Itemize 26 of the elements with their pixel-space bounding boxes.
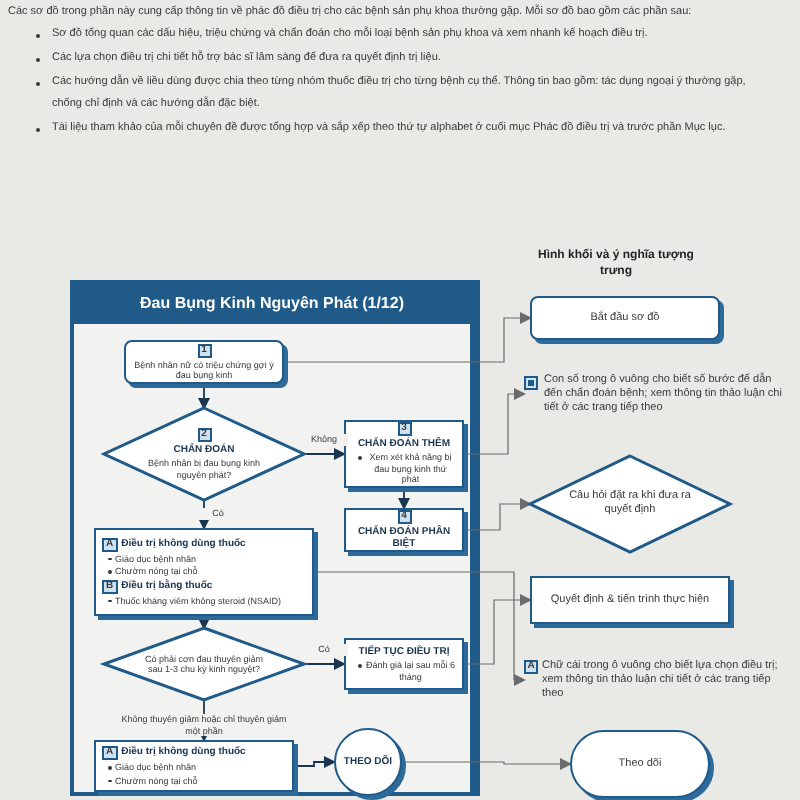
leader-line [463,594,532,665]
decision-diamond [530,456,730,552]
arrow [198,499,210,530]
decision-diamond [104,628,304,700]
process-box [344,420,464,488]
arrow [293,756,336,768]
process-box [94,528,314,616]
process-box [344,638,464,690]
flowchart-panel [70,280,480,796]
leader-line [283,312,532,363]
leader-line [401,758,572,770]
arrow [303,658,346,670]
arrow [198,615,210,630]
start-box [124,340,284,384]
arrow [303,448,346,460]
arrow [398,487,410,510]
arrow [198,383,210,410]
process-box [530,576,730,624]
process-box [344,508,464,552]
start-box [530,296,720,340]
process-box [94,740,294,792]
leader-line [463,388,526,455]
leader-line [313,571,526,686]
leader-line [463,498,532,531]
panel-title: Đau Bụng Kinh Nguyên Phát (1/12) [74,284,470,324]
decision-diamond [104,408,304,500]
